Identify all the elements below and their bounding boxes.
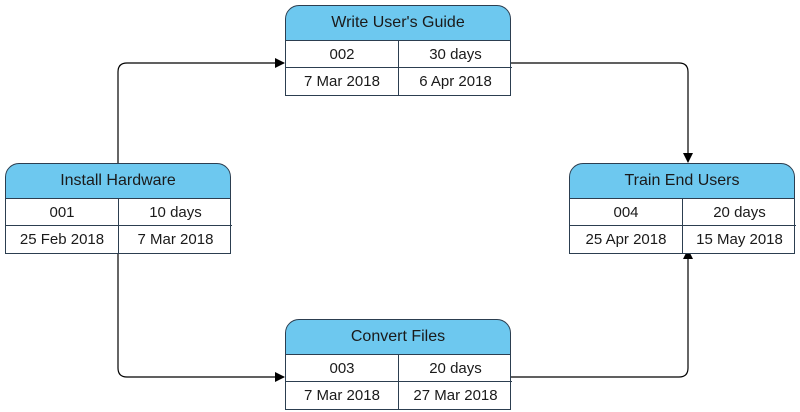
task-name: Write User's Guide [285,5,511,41]
task-details: 002 30 days 7 Mar 2018 6 Apr 2018 [285,41,512,96]
connector-001-to-002 [117,58,285,163]
task-node-write-users-guide[interactable]: Write User's Guide 002 30 days 7 Mar 201… [285,5,512,96]
task-details: 001 10 days 25 Feb 2018 7 Mar 2018 [5,199,232,254]
task-duration: 10 days [119,199,232,226]
task-name: Train End Users [569,163,795,199]
task-end-date: 15 May 2018 [696,231,783,248]
task-duration: 20 days [399,355,512,382]
task-end-date: 27 Mar 2018 [413,387,498,404]
task-node-convert-files[interactable]: Convert Files 003 20 days 7 Mar 2018 27 … [285,319,512,410]
task-node-install-hardware[interactable]: Install Hardware 001 10 days 25 Feb 2018… [5,163,232,254]
task-end-date: 7 Mar 2018 [137,231,214,248]
task-duration: 30 days [399,41,512,68]
task-id: 002 [286,41,399,68]
task-name: Install Hardware [5,163,231,199]
task-id: 004 [570,199,683,226]
task-start-date: 25 Apr 2018 [570,226,683,253]
task-duration: 20 days [683,199,796,226]
task-start-date: 7 Mar 2018 [286,68,399,95]
task-end-date: 6 Apr 2018 [419,73,492,90]
task-node-train-end-users[interactable]: Train End Users 004 20 days 25 Apr 2018 … [569,163,796,254]
task-name: Convert Files [285,319,511,355]
task-details: 004 20 days 25 Apr 2018 15 May 2018 [569,199,796,254]
task-id: 001 [6,199,119,226]
connector-002-to-004 [511,62,693,163]
task-details: 003 20 days 7 Mar 2018 27 Mar 2018 [285,355,512,410]
connector-003-to-004 [511,249,693,378]
connector-001-to-003 [117,249,285,382]
task-id: 003 [286,355,399,382]
task-start-date: 25 Feb 2018 [6,226,119,253]
task-start-date: 7 Mar 2018 [286,382,399,409]
